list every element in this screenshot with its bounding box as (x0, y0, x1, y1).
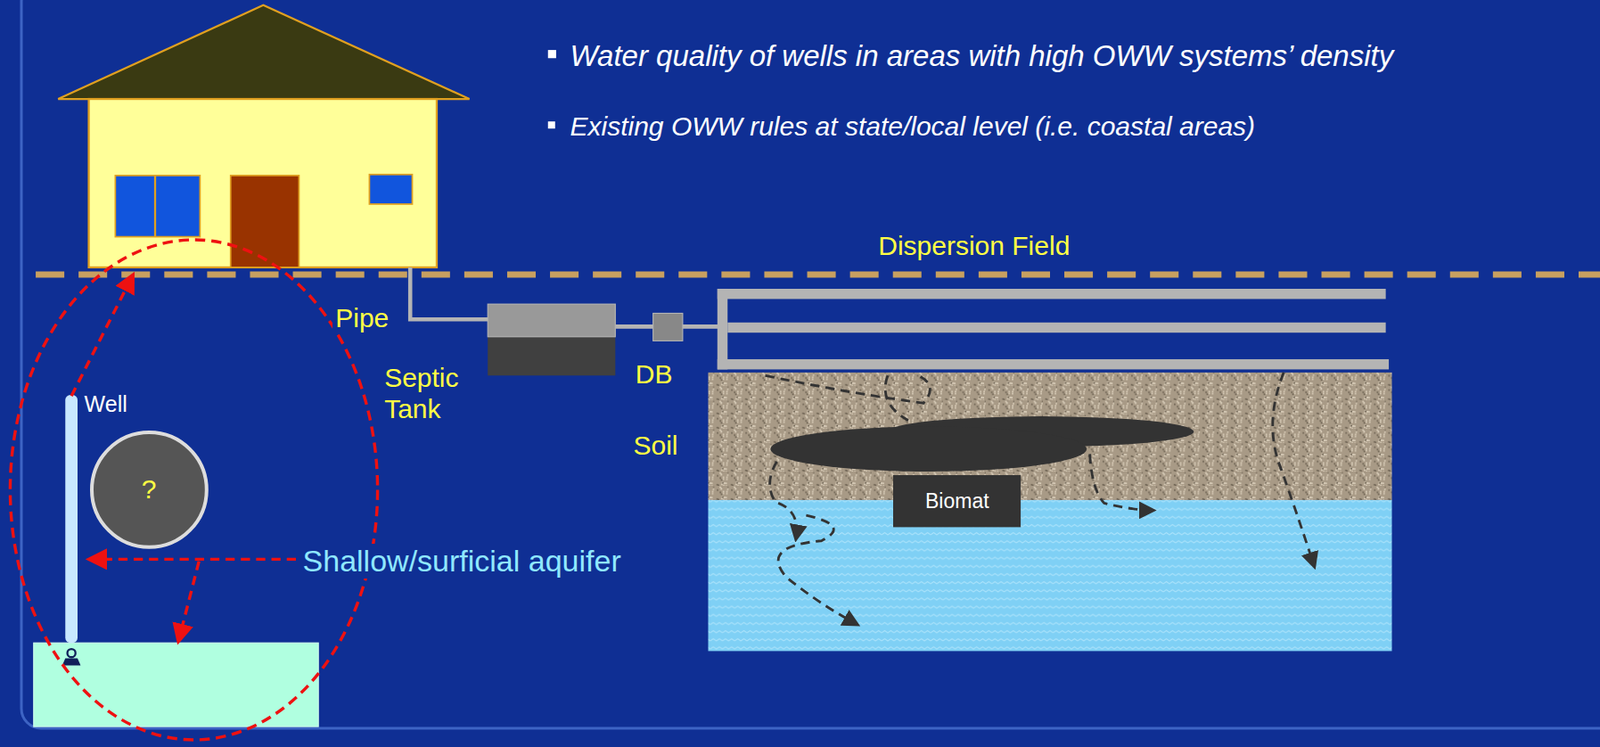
bullet-text: Existing OWW rules at state/local level … (567, 111, 1259, 143)
part-label: Dispersion Field (875, 230, 1073, 263)
part-label: Pipe (332, 303, 392, 335)
house-roof (57, 5, 469, 99)
label-box: Biomat (893, 475, 1021, 527)
door (230, 175, 300, 268)
part-label: Soil (630, 430, 681, 462)
lateral-pipe (727, 322, 1386, 333)
impact-zone (9, 239, 378, 740)
bullet (548, 49, 557, 58)
lateral-pipe (717, 288, 1387, 299)
part-label: Well (82, 391, 131, 418)
septic-tank (487, 303, 616, 376)
biomat-layer (770, 426, 1087, 472)
ground-line (35, 271, 1600, 279)
window (114, 175, 200, 238)
well-reservoir (33, 642, 319, 727)
part-label: Septic Tank (381, 362, 476, 425)
flow-arrow (71, 275, 296, 641)
aquifer-layer (707, 500, 1392, 651)
house-pipe (410, 267, 490, 320)
well-casing (65, 394, 78, 643)
question-circle: ? (90, 430, 209, 550)
node-text: ? (141, 474, 157, 505)
bullet (548, 121, 556, 129)
effluent-flow (765, 372, 1315, 625)
window-frame (154, 175, 156, 238)
house-wall (89, 98, 437, 268)
distribution-box (653, 312, 683, 341)
part-label: Shallow/surficial aquifer (300, 543, 624, 579)
part-label: DB (632, 359, 676, 391)
distribution-pipe (682, 324, 719, 329)
outlet-pipe (615, 324, 655, 329)
lateral-pipe (717, 359, 1389, 370)
bullet-text: Water quality of wells in areas with hig… (567, 39, 1397, 74)
pump-symbol (62, 648, 82, 665)
septic-tank-top (487, 303, 616, 337)
header-pipe (717, 288, 728, 370)
node-text: Biomat (925, 489, 990, 514)
window (369, 174, 412, 205)
soil-layer (707, 372, 1392, 501)
panel-frame (21, 0, 1600, 729)
